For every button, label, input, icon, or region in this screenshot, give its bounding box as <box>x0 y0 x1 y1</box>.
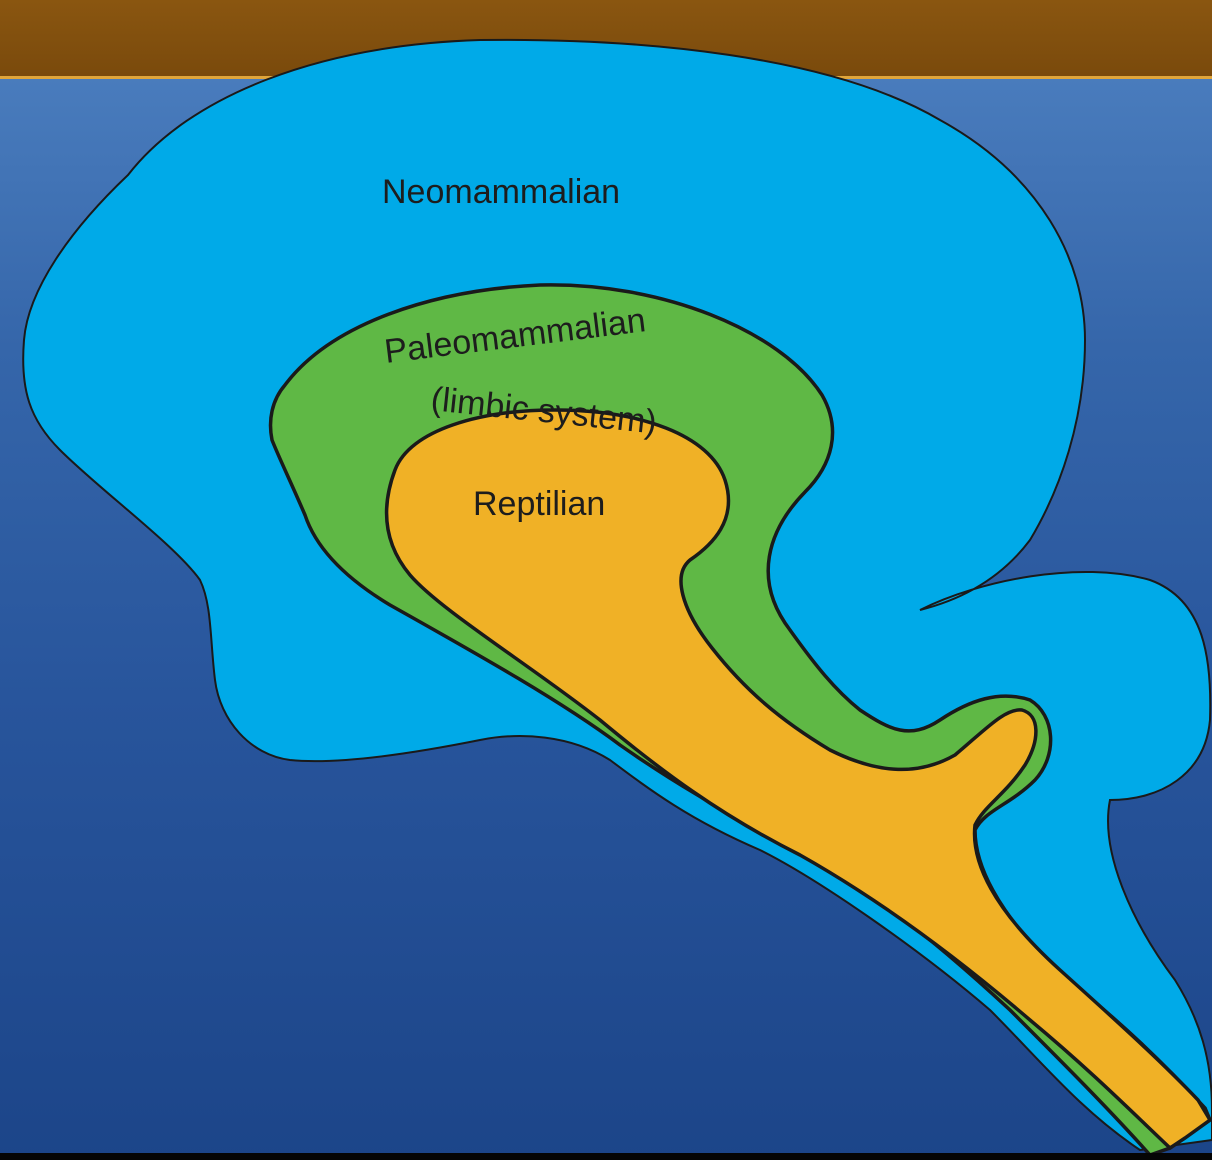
neomammalian-label: Neomammalian <box>382 173 620 211</box>
reptilian-label: Reptilian <box>473 485 605 523</box>
bottom-strip <box>0 1153 1212 1160</box>
